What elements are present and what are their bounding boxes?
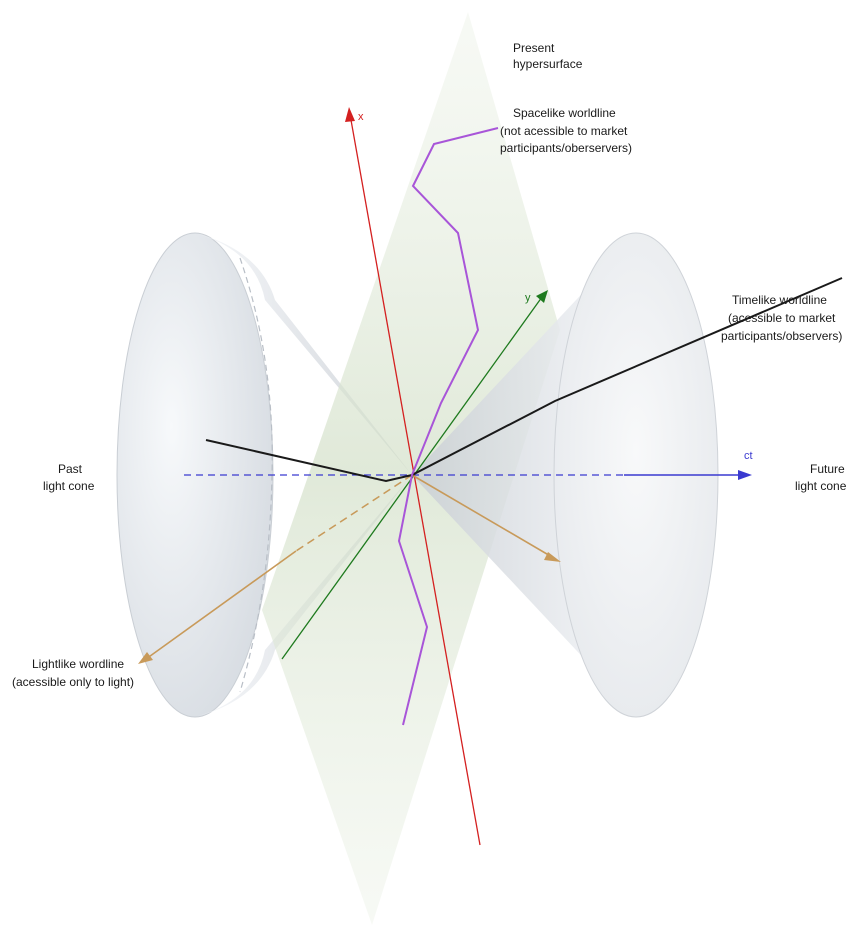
spacelike-worldline-label-2: (not acessible to market — [500, 124, 628, 138]
present-hypersurface-label: Present — [513, 41, 555, 55]
lightlike-arrowhead-future — [544, 552, 561, 562]
spacelike-worldline-label: Spacelike worldline — [513, 106, 616, 120]
future-light-cone-label: Future — [810, 462, 845, 476]
lightlike-arrowhead-past — [138, 652, 153, 664]
present-hypersurface-label-2: hypersurface — [513, 57, 583, 71]
present-hypersurface — [262, 12, 560, 925]
past-light-cone-label-2: light cone — [43, 479, 95, 493]
x-axis-label: x — [358, 111, 364, 123]
spacelike-worldline — [397, 127, 499, 726]
timelike-worldline-label: Timelike worldline — [732, 293, 827, 307]
timelike-worldline-label-2: (acessible to market — [728, 311, 836, 325]
spacelike-worldline-label-3: participants/oberservers) — [500, 141, 632, 155]
ct-axis — [184, 470, 752, 480]
timelike-worldline-label-3: participants/observers) — [721, 329, 842, 343]
x-axis — [345, 107, 481, 846]
x-arrowhead — [345, 107, 355, 122]
past-light-cone-label: Past — [58, 462, 83, 476]
y-arrowhead — [536, 290, 548, 303]
future-light-cone-label-2: light cone — [795, 479, 847, 493]
y-axis-label: y — [525, 292, 531, 304]
lightlike-worldline-label-2: (acessible only to light) — [12, 675, 134, 689]
ct-axis-label: ct — [744, 450, 753, 462]
lightlike-worldline-label: Lightlike wordline — [32, 657, 124, 671]
ct-arrowhead — [738, 470, 752, 480]
lightlike-worldline — [138, 474, 561, 664]
